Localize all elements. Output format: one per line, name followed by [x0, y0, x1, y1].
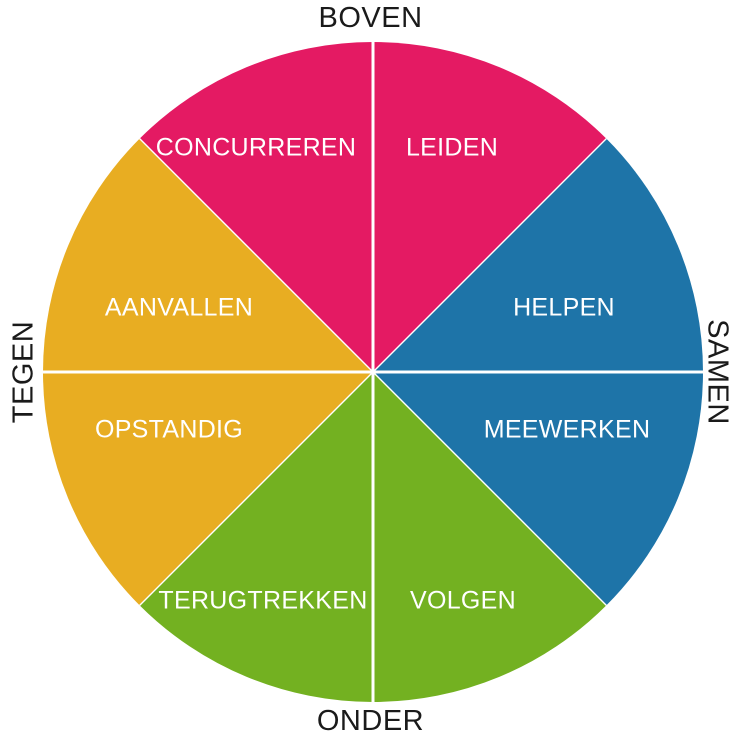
wheel-segment-leiden[interactable] — [373, 138, 703, 372]
divider-line-225 — [139, 138, 374, 373]
divider-line-315 — [372, 138, 607, 373]
divider-line-135 — [139, 371, 374, 606]
divider-line-45 — [372, 371, 607, 606]
wheel-segment-volgen[interactable] — [139, 372, 373, 702]
wheel-divider-lines — [43, 42, 703, 702]
wheel-segment-opstandig[interactable] — [43, 138, 373, 372]
wheel-segments — [43, 42, 703, 702]
wheel-segment-helpen[interactable] — [373, 372, 703, 606]
axis-label-tegen: TEGEN — [7, 320, 40, 424]
wheel-svg — [43, 42, 703, 702]
wheel-segment-terugtrekken[interactable] — [43, 372, 373, 606]
wheel-segment-concurreren[interactable] — [373, 42, 607, 372]
wheel-segment-meewerken[interactable] — [373, 372, 607, 702]
axis-label-onder: ONDER — [316, 705, 425, 737]
axis-label-samen: SAMEN — [701, 319, 734, 425]
axis-label-boven: BOVEN — [318, 2, 423, 34]
wheel-segment-aanvallen[interactable] — [139, 42, 373, 372]
